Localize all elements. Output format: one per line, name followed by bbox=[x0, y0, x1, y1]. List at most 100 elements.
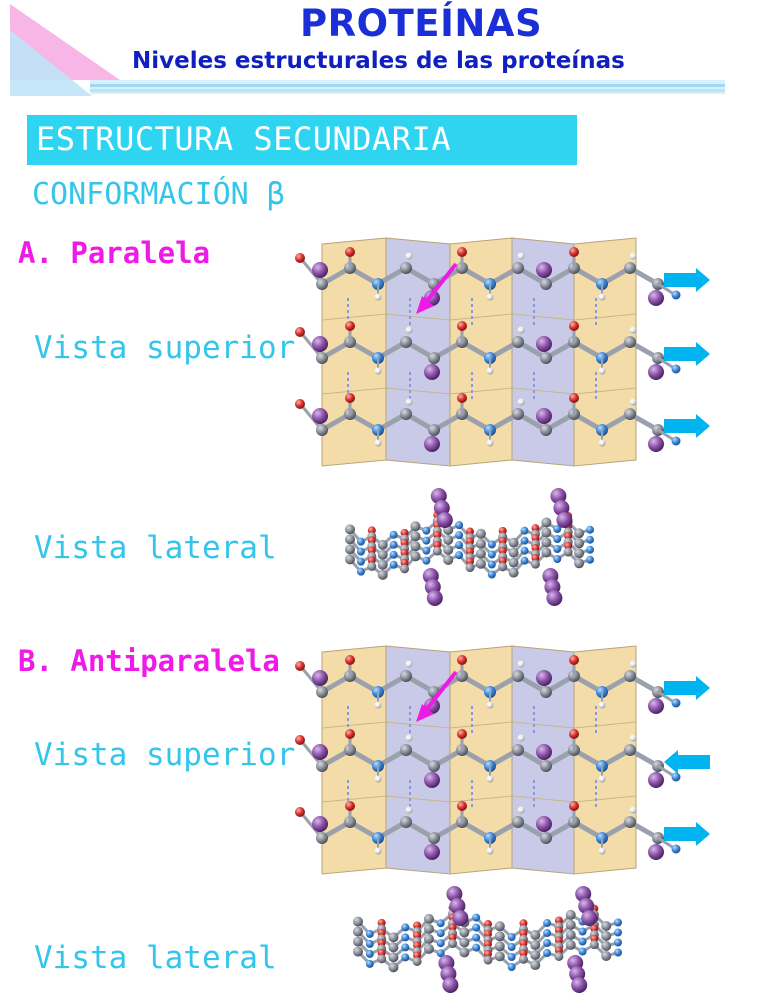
alpha-carbon-atom bbox=[624, 408, 636, 420]
pleat-line bbox=[511, 721, 575, 729]
carbon-atom bbox=[530, 940, 541, 951]
parallel-sheet-side-view bbox=[345, 488, 594, 606]
alpha-carbon-atom bbox=[540, 832, 552, 844]
nitrogen-atom bbox=[614, 918, 622, 927]
nitrogen-atom bbox=[553, 525, 562, 534]
carbon-atom bbox=[412, 956, 422, 966]
nitrogen-atom bbox=[507, 953, 516, 962]
alpha-carbon-atom bbox=[428, 424, 440, 436]
carbon-atom bbox=[498, 562, 508, 572]
nitrogen-atom bbox=[356, 537, 365, 546]
nitrogen-atom bbox=[543, 949, 552, 958]
oxygen-atom bbox=[569, 393, 579, 403]
strand-direction-arrow-right bbox=[664, 414, 710, 438]
page-subtitle: Niveles estructurales de las proteínas bbox=[132, 48, 625, 74]
carbon-atom bbox=[601, 921, 612, 932]
carbon-atom bbox=[530, 960, 541, 971]
carbon-atom bbox=[565, 909, 576, 920]
nitrogen-atom bbox=[507, 943, 516, 952]
sheet-plane-panel bbox=[573, 237, 637, 467]
strand-direction-arrow-right bbox=[664, 268, 710, 292]
nitrogen-atom bbox=[487, 550, 496, 559]
side-chain-atom bbox=[648, 364, 664, 380]
oxygen-atom bbox=[457, 801, 467, 811]
carbon-atom bbox=[475, 558, 486, 569]
carbon-atom bbox=[443, 534, 454, 545]
covalent-bond bbox=[656, 356, 676, 370]
nitrogen-atom bbox=[389, 540, 398, 549]
nitrogen-atom bbox=[553, 535, 562, 544]
carbon-atom bbox=[530, 950, 541, 961]
hydrogen-atom bbox=[486, 367, 494, 375]
pleat-line bbox=[321, 721, 387, 729]
oxygen-atom bbox=[295, 253, 305, 263]
nitrogen-atom bbox=[487, 560, 496, 569]
nitrogen-atom bbox=[586, 535, 594, 544]
nitrogen-atom bbox=[578, 937, 587, 946]
parallel-top-view-label: Vista superior bbox=[34, 330, 296, 366]
side-chain-atom bbox=[536, 670, 552, 686]
side-chain-atom bbox=[312, 408, 328, 424]
carbon-atom bbox=[574, 538, 585, 549]
oxygen-atom bbox=[345, 247, 355, 257]
carbon-atom bbox=[530, 930, 541, 941]
alpha-carbon-atom bbox=[428, 352, 440, 364]
carbon-atom bbox=[423, 933, 434, 944]
nitrogen-atom bbox=[472, 933, 481, 942]
hydrogen-atom bbox=[405, 398, 413, 406]
hydrogen-atom bbox=[374, 701, 382, 709]
side-chain-atom bbox=[436, 512, 453, 528]
pleat-line bbox=[449, 795, 513, 803]
side-chain-atom bbox=[648, 844, 664, 860]
nitrogen-atom bbox=[422, 546, 431, 555]
alpha-carbon-atom bbox=[512, 670, 524, 682]
carbon-atom bbox=[377, 559, 388, 570]
nitrogen-atom bbox=[671, 364, 681, 374]
carbon-atom bbox=[410, 531, 421, 542]
pleat-line bbox=[385, 313, 451, 321]
nitrogen-atom bbox=[401, 953, 410, 962]
alpha-carbon-atom bbox=[316, 352, 328, 364]
nitrogen-atom bbox=[520, 526, 529, 535]
hydrogen-atom bbox=[374, 847, 382, 855]
nitrogen-atom bbox=[671, 772, 681, 782]
alpha-carbon-atom bbox=[540, 424, 552, 436]
carbon-atom bbox=[574, 528, 585, 539]
carbon-atom bbox=[410, 551, 421, 562]
carbon-atom bbox=[541, 547, 552, 558]
pleat-line bbox=[321, 795, 387, 803]
nitrogen-atom bbox=[586, 525, 594, 534]
carbon-atom bbox=[423, 923, 434, 934]
hydrogen-atom bbox=[405, 660, 413, 668]
carbon-atom bbox=[541, 537, 552, 548]
hydrogen-atom bbox=[486, 701, 494, 709]
pleat-line bbox=[573, 795, 637, 803]
hydrogen-atom bbox=[486, 439, 494, 447]
carbon-atom bbox=[448, 939, 458, 949]
hydrogen-atom bbox=[374, 439, 382, 447]
hydrogen-atom bbox=[486, 847, 494, 855]
hydrogen-atom bbox=[598, 847, 606, 855]
nitrogen-atom bbox=[436, 919, 445, 928]
nitrogen-atom bbox=[356, 567, 365, 576]
nitrogen-atom bbox=[586, 545, 594, 554]
carbon-atom bbox=[518, 954, 528, 964]
carbon-atom bbox=[601, 931, 612, 942]
hydrogen-atom bbox=[629, 734, 637, 742]
nitrogen-atom bbox=[671, 436, 681, 446]
side-chain-atom bbox=[648, 698, 664, 714]
alpha-carbon-atom bbox=[512, 816, 524, 828]
nitrogen-atom bbox=[389, 530, 398, 539]
oxygen-atom bbox=[345, 729, 355, 739]
side-chain-atom bbox=[424, 364, 440, 380]
carbon-atom bbox=[400, 564, 410, 574]
carbon-atom bbox=[388, 942, 399, 953]
hydrogen-atom bbox=[374, 367, 382, 375]
oxygen-atom bbox=[569, 655, 579, 665]
nitrogen-atom bbox=[455, 521, 464, 530]
strand-direction-arrow-left bbox=[664, 750, 710, 774]
side-chain-atom bbox=[312, 670, 328, 686]
carbon-atom bbox=[508, 537, 519, 548]
carbon-atom bbox=[377, 539, 388, 550]
carbon-atom bbox=[475, 528, 486, 539]
